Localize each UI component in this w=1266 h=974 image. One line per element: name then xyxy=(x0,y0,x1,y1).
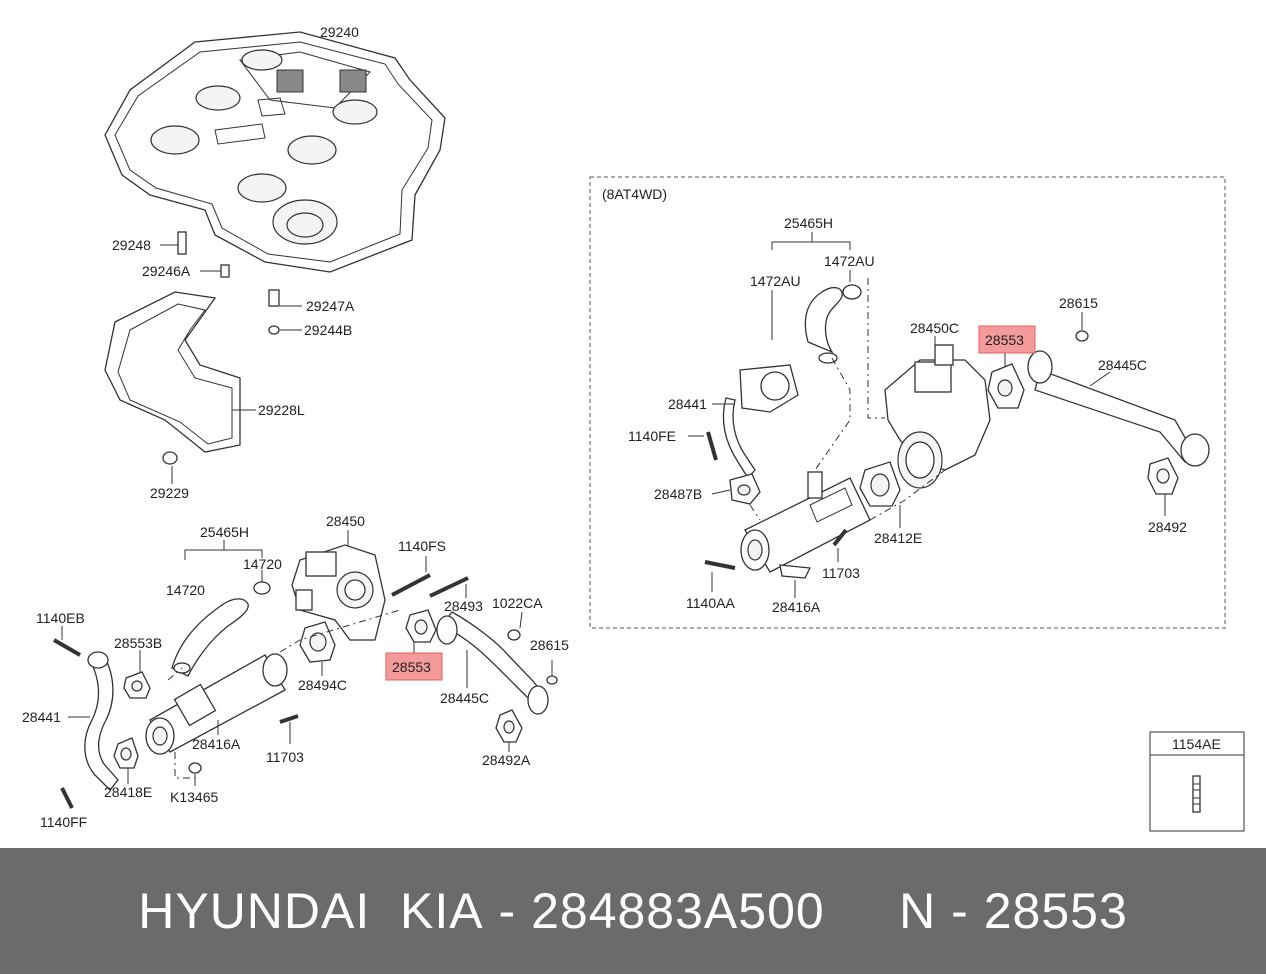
label-28416A-left: 28416A xyxy=(192,736,241,752)
highlight-box-left xyxy=(385,652,443,681)
label-1472AU-right-b: 1472AU xyxy=(750,273,801,289)
label-29247A: 29247A xyxy=(306,298,355,314)
label-28412E: 28412E xyxy=(874,530,922,546)
label-1022CA: 1022CA xyxy=(492,595,543,611)
label-29248: 29248 xyxy=(112,237,151,253)
label-28450C: 28450C xyxy=(910,320,959,336)
label-28445C-left: 28445C xyxy=(440,690,489,706)
label-14720-top: 14720 xyxy=(243,556,282,572)
separator-1: - xyxy=(483,883,532,939)
label-1140FE: 1140FE xyxy=(628,428,676,444)
label-28487B: 28487B xyxy=(654,486,702,502)
ref-number-text: 28553 xyxy=(983,883,1128,939)
label-28450: 28450 xyxy=(326,513,365,529)
label-1154AE: 1154AE xyxy=(1172,736,1221,752)
label-28441-left: 28441 xyxy=(22,709,61,725)
label-28494C: 28494C xyxy=(298,677,347,693)
label-25465H-right: 25465H xyxy=(784,215,833,231)
label-29240: 29240 xyxy=(320,24,359,40)
label-variant: (8AT4WD) xyxy=(602,186,667,202)
label-28416A-right: 28416A xyxy=(772,599,821,615)
gap xyxy=(825,882,899,940)
highlight-box-right xyxy=(978,325,1036,354)
label-28445C-right: 28445C xyxy=(1098,357,1147,373)
label-1140AA: 1140AA xyxy=(686,595,735,611)
label-1140FS: 1140FS xyxy=(398,538,446,554)
label-29246A: 29246A xyxy=(142,263,191,279)
label-29244B: 29244B xyxy=(304,322,352,338)
label-1140FF: 1140FF xyxy=(40,814,87,830)
label-25465H-left: 25465H xyxy=(200,524,249,540)
heat-shield-drawing xyxy=(104,291,256,484)
label-28615-right: 28615 xyxy=(1059,295,1098,311)
label-28418E: 28418E xyxy=(104,784,152,800)
brand-text: HYUNDAI KIA xyxy=(138,883,484,939)
label-28553-left: 28553 xyxy=(392,659,431,675)
label-11703-right: 11703 xyxy=(822,565,860,581)
label-28492: 28492 xyxy=(1148,519,1187,535)
label-11703-left: 11703 xyxy=(266,749,304,765)
label-29228L: 29228L xyxy=(258,402,305,418)
label-28493: 28493 xyxy=(444,598,483,614)
part-number-banner: HYUNDAI KIA - 284883A500 N - 28553 xyxy=(0,848,1266,974)
label-29229: 29229 xyxy=(150,485,189,501)
ref-prefix-text: N xyxy=(899,883,937,939)
label-28615-left: 28615 xyxy=(530,637,569,653)
label-28553-right: 28553 xyxy=(985,332,1024,348)
variant-box xyxy=(589,176,1226,629)
label-28492A: 28492A xyxy=(482,752,531,768)
label-14720-mid: 14720 xyxy=(166,582,205,598)
separator-2: - xyxy=(936,883,984,939)
part-number-text: 284883A500 xyxy=(531,883,825,939)
label-1472AU-right-a: 1472AU xyxy=(824,253,875,269)
label-1140EB: 1140EB xyxy=(36,610,85,626)
label-28553B: 28553B xyxy=(114,635,162,651)
fasteners-left-upper xyxy=(160,231,302,335)
engine-cover-drawing xyxy=(104,31,446,273)
left-egr-assembly xyxy=(53,530,558,809)
parts-diagram: 29240 29248 29246A 29247A 29244B 29228L … xyxy=(22,24,1245,832)
legend-box xyxy=(1149,731,1245,832)
label-28441-right: 28441 xyxy=(668,396,707,412)
right-egr-assembly xyxy=(688,232,1210,598)
label-K13465: K13465 xyxy=(170,789,218,805)
